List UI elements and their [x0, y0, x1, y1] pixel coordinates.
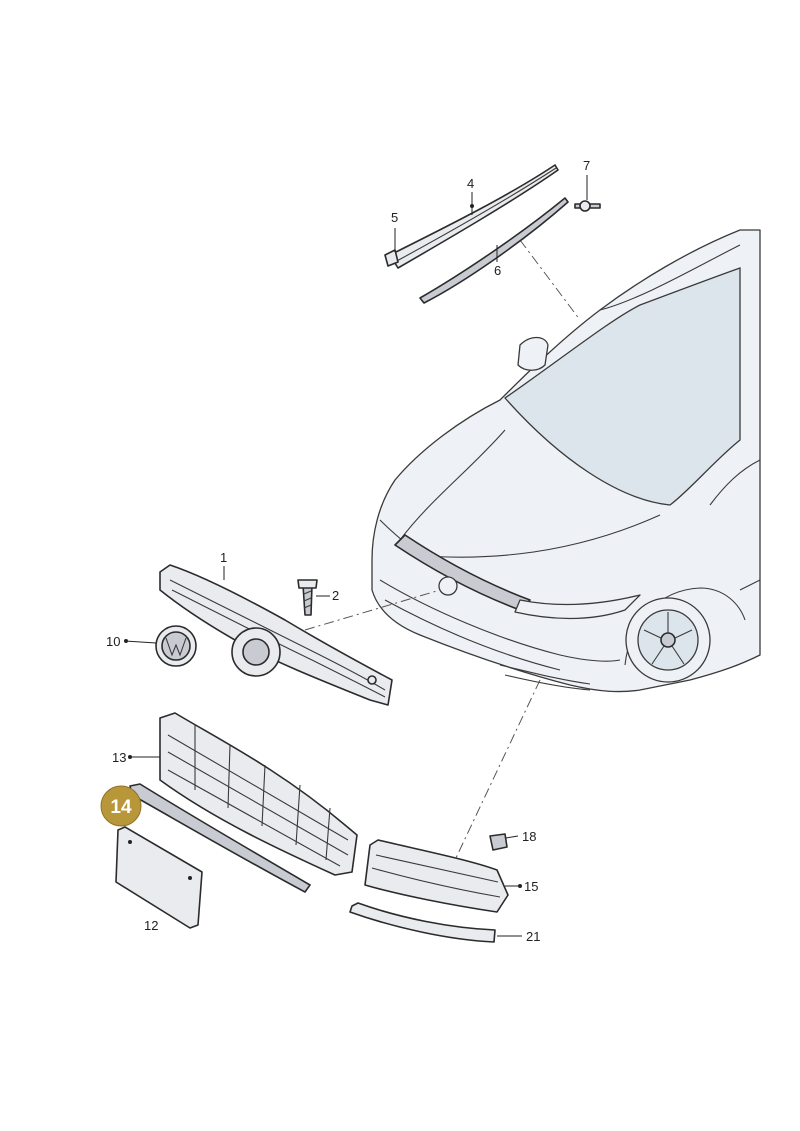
part-5-clip — [384, 249, 399, 267]
part-13-lower-grille — [159, 712, 358, 876]
part-21-side-trim — [349, 902, 496, 943]
part-4-trim-strip — [389, 164, 559, 269]
label-part-7: 7 — [583, 158, 590, 173]
part-labels: 1 2 4 5 6 7 10 12 13 15 18 21 — [106, 158, 590, 944]
part-14-lower-trim — [129, 783, 311, 893]
label-part-5: 5 — [391, 210, 398, 225]
label-part-15: 15 — [524, 879, 538, 894]
part-15-side-grille — [364, 839, 509, 913]
label-part-18: 18 — [522, 829, 536, 844]
part-12-plate-bracket — [115, 826, 203, 929]
headlight — [514, 594, 641, 620]
label-part-10: 10 — [106, 634, 120, 649]
highlight-badge-14: 14 — [100, 785, 142, 827]
label-part-6: 6 — [494, 263, 501, 278]
label-part-13: 13 — [112, 750, 126, 765]
label-part-1: 1 — [220, 550, 227, 565]
part-18-clip — [489, 833, 508, 851]
label-part-2: 2 — [332, 588, 339, 603]
part-6-seal-strip — [419, 197, 569, 304]
part-7-bolt — [574, 200, 601, 212]
highlight-label: 14 — [110, 797, 132, 818]
leader-lines — [124, 175, 588, 937]
part-10-emblem — [155, 625, 197, 667]
label-part-21: 21 — [526, 929, 540, 944]
car-illustration — [371, 229, 761, 693]
part-1-upper-grille — [159, 564, 393, 706]
label-part-4: 4 — [467, 176, 474, 191]
part-2-screw — [297, 579, 318, 616]
label-part-12: 12 — [144, 918, 158, 933]
side-mirror — [517, 336, 549, 371]
reference-lines — [304, 239, 581, 861]
windshield — [504, 267, 741, 506]
